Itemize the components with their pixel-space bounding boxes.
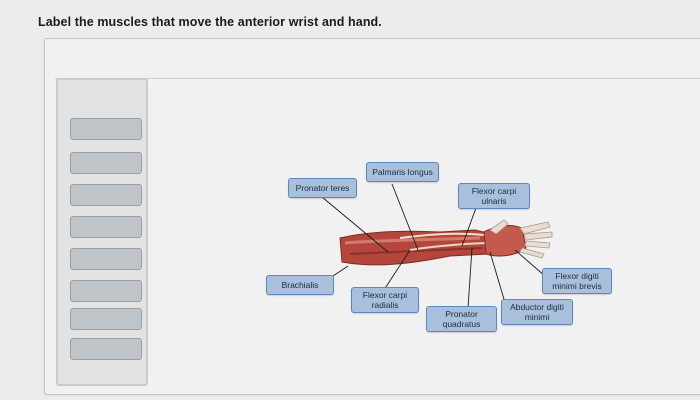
diagram-canvas: Palmaris longus Pronator teres Flexor ca… — [150, 80, 700, 390]
forearm-illustration — [317, 183, 553, 309]
label-pronator-quadratus[interactable]: Pronator quadratus — [426, 306, 497, 332]
label-flexor-digiti-minimi-brevis[interactable]: Flexor digiti minimi brevis — [542, 268, 612, 294]
question-text: Label the muscles that move the anterior… — [38, 15, 382, 29]
answer-slot-6[interactable] — [70, 280, 142, 302]
label-abductor-digiti-minimi[interactable]: Abductor digiti minimi — [501, 299, 573, 325]
question-panel — [44, 38, 700, 395]
leader-lines — [317, 183, 546, 309]
label-flexor-carpi-radialis[interactable]: Flexor carpi radialis — [351, 287, 419, 313]
label-palmaris-longus[interactable]: Palmaris longus — [366, 162, 439, 182]
answer-slot-2[interactable] — [70, 152, 142, 174]
panel-divider — [55, 78, 700, 79]
answer-bank — [56, 78, 148, 386]
answer-slot-1[interactable] — [70, 118, 142, 140]
answer-slot-8[interactable] — [70, 338, 142, 360]
forearm-muscles — [339, 219, 553, 266]
label-pronator-teres[interactable]: Pronator teres — [288, 178, 357, 198]
label-flexor-carpi-ulnaris[interactable]: Flexor carpi ulnaris — [458, 183, 530, 209]
answer-slot-3[interactable] — [70, 184, 142, 206]
answer-slot-7[interactable] — [70, 308, 142, 330]
answer-slot-4[interactable] — [70, 216, 142, 238]
answer-slot-5[interactable] — [70, 248, 142, 270]
label-brachialis[interactable]: Brachialis — [266, 275, 334, 295]
